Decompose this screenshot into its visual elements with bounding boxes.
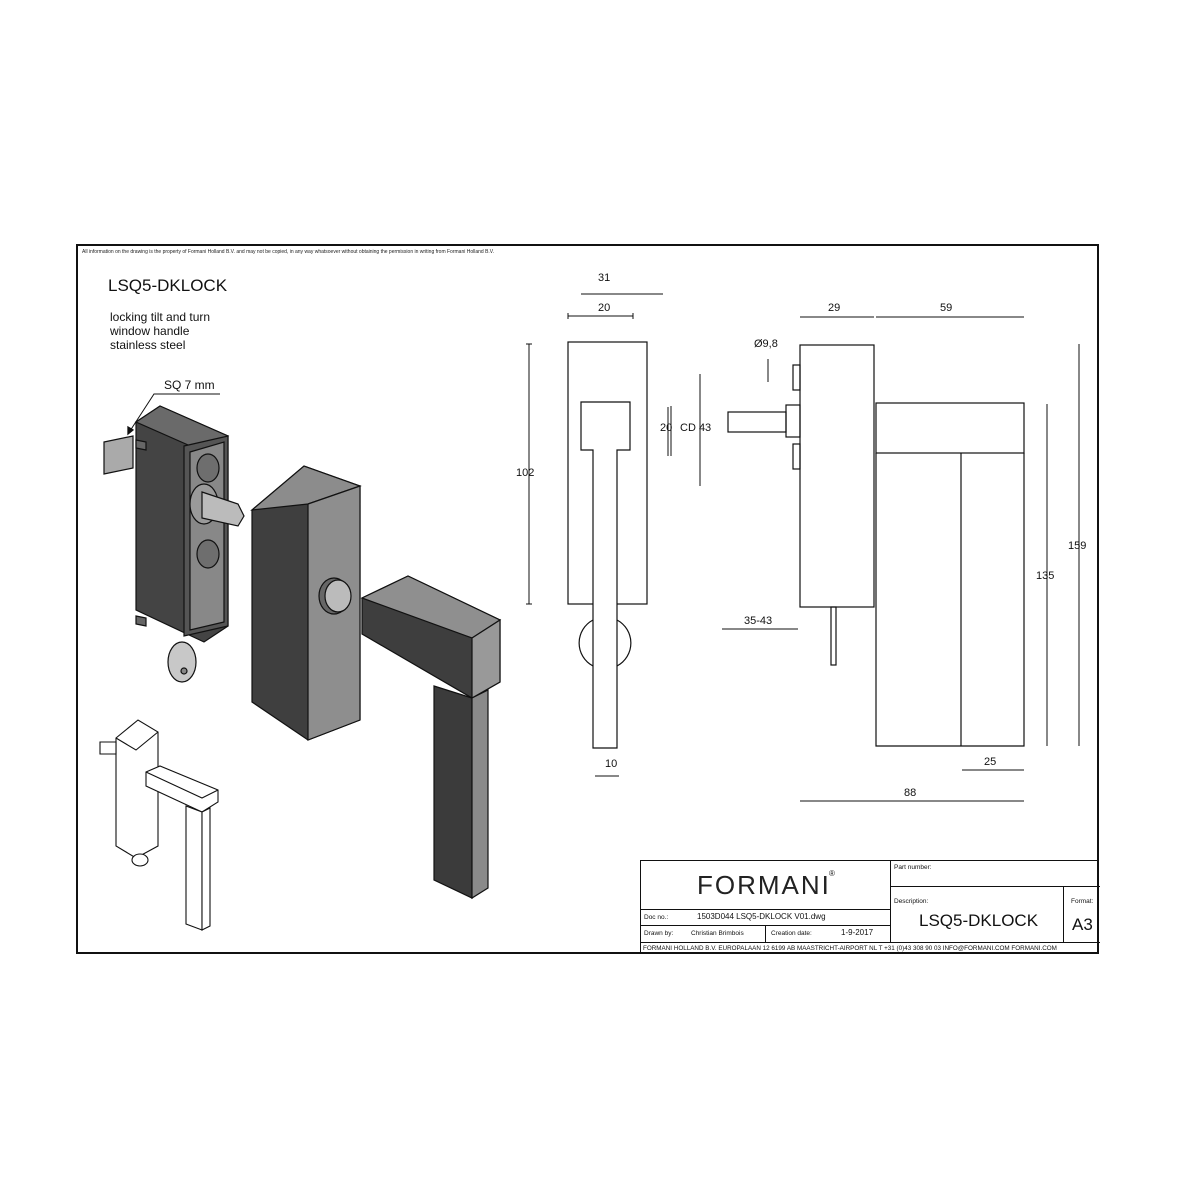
brand-cell: FORMANI ®	[641, 861, 891, 909]
description-line: window handle	[110, 324, 190, 338]
dim-overall-height: 159	[1068, 540, 1087, 552]
description-label: Description:	[894, 898, 929, 905]
brand-logo: FORMANI	[697, 870, 831, 900]
description-line: stainless steel	[110, 338, 186, 352]
part-number-cell: Part number:	[891, 861, 1100, 887]
dim-spindle-pitch: 20	[660, 422, 673, 434]
copyright-notice: All information on the drawing is the pr…	[82, 249, 495, 255]
description-value: LSQ5-DKLOCK	[919, 911, 1039, 930]
creation-date-cell: Creation date: 1-9-2017	[766, 926, 891, 942]
front-view	[526, 293, 669, 777]
spindle-callout: SQ 7 mm	[164, 378, 215, 392]
side-view	[670, 316, 1080, 802]
dim-lever-width-side: 25	[984, 756, 997, 768]
footer-cell: FORMANI HOLLAND B.V. EUROPALAAN 12 6199 …	[641, 942, 1100, 955]
company-address: FORMANI HOLLAND B.V. EUROPALAAN 12 6199 …	[643, 945, 1057, 952]
format-value: A3	[1072, 915, 1093, 934]
doc-no-label: Doc no.:	[644, 914, 669, 921]
dim-overall-depth: 88	[904, 787, 917, 799]
part-number-label: Part number:	[894, 864, 932, 871]
creation-date-value: 1-9-2017	[841, 928, 874, 937]
format-label: Format:	[1071, 898, 1094, 905]
backplate-iso	[103, 405, 245, 683]
drawn-by-cell: Drawn by: Christian Brimbois	[641, 926, 766, 942]
dim-lever-length: 59	[940, 302, 953, 314]
description-line: locking tilt and turn	[110, 310, 211, 324]
dim-spindle-diameter: Ø9,8	[754, 338, 778, 350]
drawing-sheet: All information on the drawing is the pr…	[76, 244, 1100, 955]
registered-mark: ®	[829, 869, 835, 878]
drawing-title: LSQ5-DKLOCK	[108, 276, 228, 295]
drawing-canvas	[99, 293, 1080, 931]
title-block: FORMANI ® Part number: Description: LSQ5…	[640, 860, 1100, 955]
drawn-by-value: Christian Brimbois	[691, 930, 744, 937]
dim-inner-width: 20	[598, 302, 611, 314]
doc-no-cell: Doc no.: 1503D044 LSQ5-DKLOCK V01.dwg	[641, 909, 891, 926]
dim-center-distance: CD 43	[680, 422, 712, 434]
product-description: locking tilt and turn window handle stai…	[110, 310, 210, 352]
dim-overall-width: 31	[598, 272, 611, 284]
doc-no-value: 1503D044 LSQ5-DKLOCK V01.dwg	[697, 912, 826, 921]
format-cell: Format: A3	[1064, 887, 1100, 942]
dim-lever-height: 135	[1036, 570, 1055, 582]
handle-iso-outline	[99, 719, 219, 931]
description-cell: Description: LSQ5-DKLOCK	[891, 887, 1064, 942]
creation-date-label: Creation date:	[771, 930, 812, 937]
dim-height: 102	[516, 467, 535, 479]
dim-lever-width: 10	[605, 758, 618, 770]
drawn-by-label: Drawn by:	[644, 930, 674, 937]
dim-rose-depth: 29	[828, 302, 841, 314]
handle-iso	[250, 465, 502, 900]
dim-spindle-range: 35-43	[744, 615, 773, 627]
